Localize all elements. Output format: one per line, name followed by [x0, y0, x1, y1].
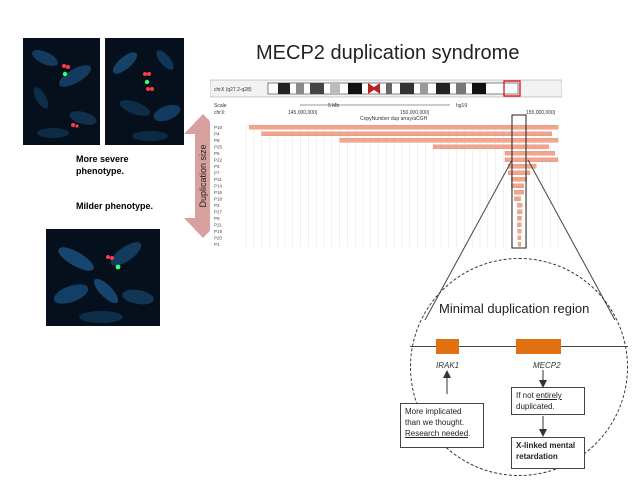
duplication-bar	[517, 203, 523, 208]
coord-tick-2: 150,000,000|	[400, 110, 429, 116]
irak1-label: IRAK1	[436, 361, 460, 370]
row-label: P2	[214, 203, 220, 208]
genome-browser-panel: chrX (q27.2-q28) Scale chrX: 5 Mb hg19 1…	[210, 78, 562, 250]
fish-image-1	[23, 38, 100, 145]
duplication-bar	[507, 170, 531, 175]
coord-tick-1: 145,000,000|	[288, 110, 317, 116]
irak1-note: More implicated than we thought. Researc…	[400, 403, 484, 448]
row-label: P5	[214, 151, 220, 156]
scale-bar-label: 5 Mb	[328, 103, 339, 109]
scale-label: Scale	[214, 103, 227, 109]
duplication-bar	[433, 144, 549, 149]
irak1-note-line-2: than we thought.	[405, 418, 465, 427]
duplication-bar	[248, 125, 559, 130]
duplication-size-arrow	[184, 114, 222, 238]
row-label: P7	[214, 171, 220, 176]
row-label: P14	[214, 184, 223, 189]
row-label: P10	[214, 125, 223, 130]
research-needed-period: .	[468, 429, 471, 438]
row-label: P11	[214, 177, 222, 182]
row-label: P4	[214, 132, 220, 137]
duplication-bar	[514, 196, 521, 201]
milder-phenotype-caption: Milder phenotype.	[76, 201, 154, 211]
duplication-bar	[511, 177, 527, 182]
row-label: P9	[214, 216, 220, 221]
row-label: P25	[214, 145, 223, 150]
duplication-bar	[517, 209, 523, 214]
chromosome-label: chrX (q27.2-q28)	[214, 87, 252, 93]
chr-coord-label: chrX:	[214, 110, 226, 116]
row-label: P22	[214, 158, 223, 163]
assembly-label: hg19	[456, 103, 467, 109]
fish-image-3	[46, 229, 160, 326]
row-label: P3	[214, 164, 220, 169]
research-needed-text: Research needed	[405, 429, 469, 438]
fish-image-2	[105, 38, 184, 145]
duplication-bar	[517, 235, 522, 240]
mecp2-note-underlined: entirely	[536, 391, 562, 400]
row-label: P21	[214, 223, 223, 228]
row-label: P16	[214, 190, 223, 195]
row-label: P19	[214, 229, 223, 234]
chromosome-ideogram	[267, 80, 521, 97]
duplication-bar	[504, 157, 559, 162]
row-label: P18	[214, 197, 223, 202]
duplication-bar	[517, 229, 522, 234]
row-label: P27	[214, 210, 223, 215]
zoom-circle	[410, 258, 628, 476]
duplication-bar	[339, 138, 559, 143]
row-label: P1	[214, 242, 220, 247]
mecp2-label: MECP2	[533, 361, 561, 370]
irak1-note-line-1: More implicated	[405, 407, 462, 416]
minimal-duplication-title: Minimal duplication region	[439, 301, 590, 316]
mecp2-note-suffix: duplicated.	[516, 402, 555, 411]
mecp2-note-prefix: If not	[516, 391, 537, 400]
duplication-bar	[511, 183, 524, 188]
duplication-bar	[517, 242, 522, 247]
duplication-size-label: Duplication size	[198, 144, 208, 208]
track-title: CopyNumber dup array/aCGH	[360, 116, 428, 122]
severe-phenotype-caption: More severe phenotype.	[76, 154, 129, 176]
duplication-bar	[504, 151, 556, 156]
row-label: P8	[214, 138, 220, 143]
duplication-rows: P10P4P8P25P5P22P3P7P11P14P16P18P2P27P9P2…	[214, 125, 559, 247]
mecp2-note: If not entirely duplicated.	[511, 387, 585, 415]
row-label: P20	[214, 236, 223, 241]
duplication-bar	[517, 222, 522, 227]
x-linked-note: X-linked mental retardation	[511, 437, 585, 469]
duplication-bar	[514, 190, 524, 195]
mecp2-gene	[516, 339, 561, 354]
coord-tick-3: 155,000,000|	[526, 110, 555, 116]
page-title: MECP2 duplication syndrome	[256, 42, 520, 64]
duplication-bar	[517, 216, 522, 221]
irak1-gene	[436, 339, 459, 354]
duplication-bar	[261, 131, 552, 136]
